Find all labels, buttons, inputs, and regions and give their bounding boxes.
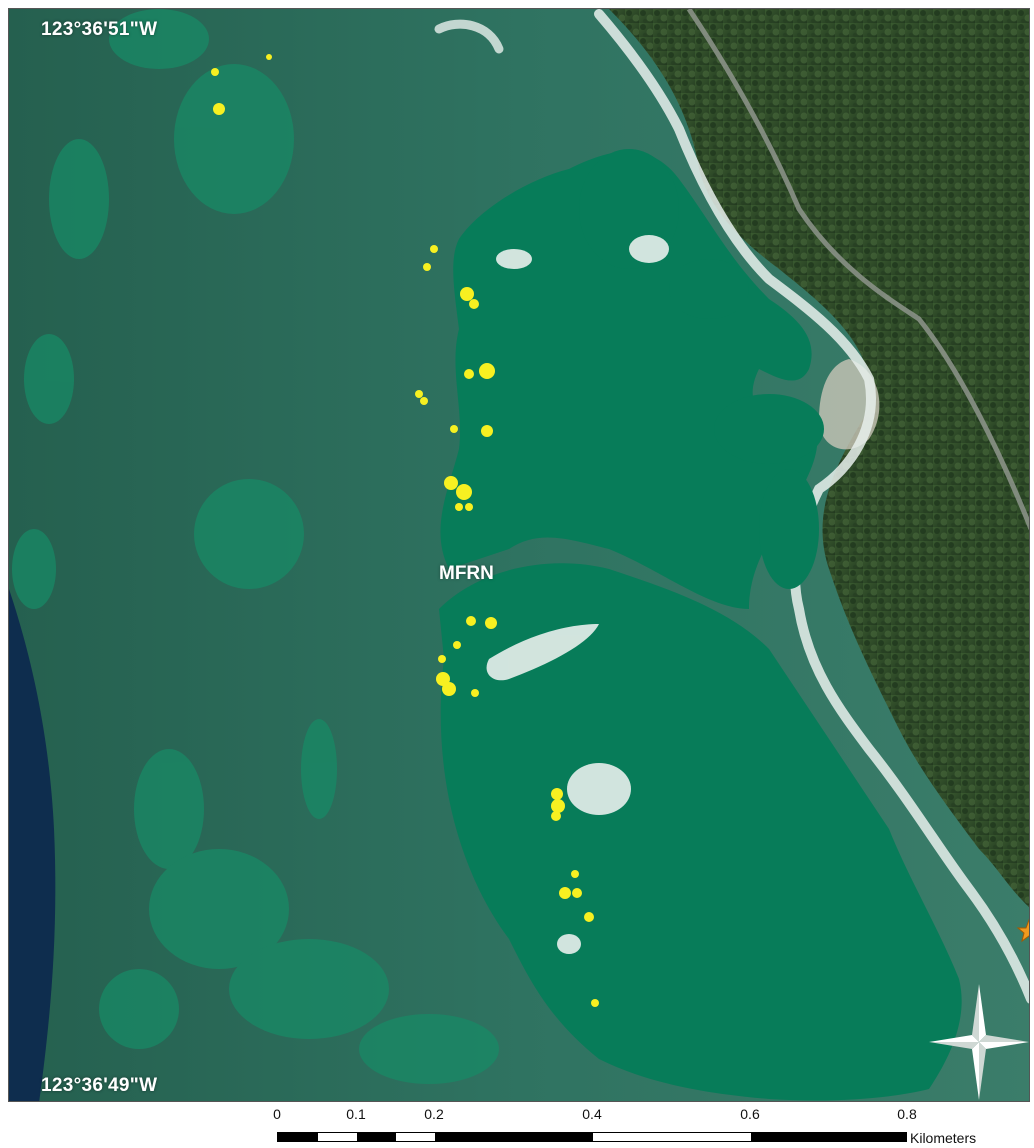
satellite-map xyxy=(9,9,1029,1101)
scale-tick: 0.1 xyxy=(346,1106,366,1122)
scale-bar: 0 0.1 0.2 0.4 0.6 0.8 Kilometers xyxy=(0,1102,1034,1148)
scale-segment xyxy=(357,1133,396,1141)
scale-track xyxy=(277,1132,907,1142)
forest-land xyxy=(609,9,1029,908)
kelp-canopy xyxy=(439,149,962,1101)
deep-water-area xyxy=(9,589,56,1101)
scale-unit-label: Kilometers xyxy=(910,1130,977,1146)
faint-kelp-patches xyxy=(12,9,499,1084)
scale-tick: 0.2 xyxy=(424,1106,444,1122)
highlight-points xyxy=(211,54,599,1007)
compass-rose-icon xyxy=(929,984,1029,1100)
site-label-mfrn: MFRN xyxy=(439,563,494,584)
star-marker-icon xyxy=(1016,918,1029,943)
scale-tick: 0.8 xyxy=(897,1106,917,1122)
scale-tick: 0.4 xyxy=(582,1106,602,1122)
scale-tick: 0 xyxy=(273,1106,281,1122)
longitude-label-bottom: 123°36'49"W xyxy=(41,1075,158,1096)
coastal-road xyxy=(686,9,1029,530)
scale-segment xyxy=(278,1133,318,1141)
scale-segment xyxy=(435,1133,593,1141)
map-canvas[interactable]: 123°36'51"W 123°36'49"W MFRN xyxy=(8,8,1030,1102)
scale-segment xyxy=(751,1133,907,1141)
scale-tick: 0.6 xyxy=(740,1106,760,1122)
longitude-label-top: 123°36'51"W xyxy=(41,19,158,40)
rock-surf-overlay xyxy=(486,235,669,954)
